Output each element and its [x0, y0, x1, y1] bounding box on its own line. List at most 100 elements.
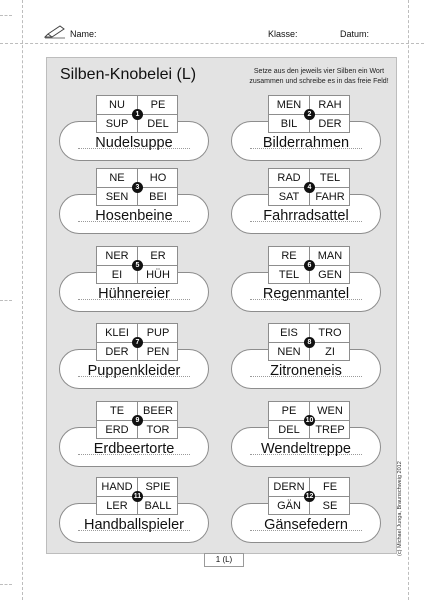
- syllable: SUP: [105, 118, 129, 130]
- puzzle-number-badge: 9: [132, 415, 143, 426]
- syllable: PE: [281, 405, 297, 417]
- pencil-icon: [44, 25, 65, 39]
- syllable: RE: [281, 250, 297, 262]
- name-label: Name:: [70, 29, 97, 39]
- syllable: DER: [318, 118, 342, 130]
- syllable: BALL: [144, 500, 172, 512]
- puzzle-number-badge: 3: [132, 182, 143, 193]
- syllable: MEN: [276, 99, 302, 111]
- answer-text: Hosenbeine: [95, 208, 173, 224]
- syllable: TEL: [278, 269, 300, 281]
- syllable: EIS: [280, 327, 298, 339]
- syllable: HÜH: [146, 269, 170, 281]
- puzzle-number-badge: 5: [132, 260, 143, 271]
- syllable: TEL: [319, 172, 341, 184]
- answer-text: Gänsefedern: [264, 517, 348, 533]
- datum-label: Datum:: [340, 29, 370, 39]
- syllable: BEER: [143, 405, 173, 417]
- syllable: HO: [149, 172, 167, 184]
- answer-text: Bilderrahmen: [262, 135, 350, 151]
- answer-text: Nudelsuppe: [95, 135, 173, 151]
- puzzle-number-badge: 1: [132, 109, 143, 120]
- klasse-label: Klasse:: [268, 29, 298, 39]
- worksheet-title: Silben-Knobelei (L): [60, 66, 197, 83]
- syllable: BEI: [149, 191, 167, 203]
- syllable: ERD: [105, 424, 129, 436]
- syllable: ZI: [325, 346, 335, 358]
- answer-text: Handballspieler: [84, 517, 184, 533]
- answer-field: Gänsefedern: [231, 503, 381, 543]
- puzzle-number-badge: 7: [132, 337, 143, 348]
- syllable: PE: [150, 99, 166, 111]
- copyright-note: (c) Michael Junga, Braunschweig 2012: [397, 461, 403, 556]
- punch-mark: [0, 584, 12, 585]
- syllable: TOR: [146, 424, 170, 436]
- syllable: DEL: [147, 118, 169, 130]
- syllable: NU: [109, 99, 125, 111]
- syllable: SPIE: [145, 481, 171, 493]
- worksheet-panel: Silben-Knobelei (L) Setze aus den jeweil…: [46, 57, 397, 554]
- syllable: DEL: [278, 424, 300, 436]
- syllable: MAN: [317, 250, 343, 262]
- answer-text: Puppenkleider: [87, 363, 181, 379]
- syllable: PEN: [146, 346, 170, 358]
- answer-text: Fahrradsattel: [263, 208, 349, 224]
- puzzle-number-badge: 10: [304, 415, 315, 426]
- syllable: BIL: [280, 118, 298, 130]
- syllable-grid: NU PE SUP DEL 1: [96, 95, 178, 133]
- syllable: FAHR: [315, 191, 345, 203]
- puzzle-number-badge: 6: [304, 260, 315, 271]
- syllable: RAH: [318, 99, 342, 111]
- syllable: EI: [111, 269, 123, 281]
- syllable: WEN: [317, 405, 343, 417]
- punch-mark: [0, 15, 12, 16]
- puzzle-number-badge: 12: [304, 491, 315, 502]
- puzzle-number-badge: 2: [304, 109, 315, 120]
- syllable: NEN: [277, 346, 301, 358]
- page-number: 1 (L): [204, 553, 244, 567]
- syllable: KLEI: [105, 327, 129, 339]
- syllable: PUP: [146, 327, 170, 339]
- syllable: GEN: [318, 269, 342, 281]
- left-margin-guide: [22, 0, 23, 600]
- answer-text: Erdbeertorte: [93, 441, 175, 457]
- answer-text: Wendeltreppe: [260, 441, 352, 457]
- right-margin-guide: [408, 0, 409, 600]
- syllable: SAT: [278, 191, 300, 203]
- syllable: FE: [322, 481, 338, 493]
- syllable: DER: [105, 346, 129, 358]
- syllable: DERN: [273, 481, 305, 493]
- punch-mark: [0, 300, 12, 301]
- syllable: SE: [322, 500, 338, 512]
- instruction-text: Setze aus den jeweils vier Silben ein Wo…: [249, 68, 389, 85]
- answer-text: Hühnereier: [98, 286, 170, 302]
- syllable: LER: [106, 500, 128, 512]
- syllable: SEN: [105, 191, 129, 203]
- worksheet-header: Name: Klasse: Datum:: [42, 25, 422, 43]
- puzzle-number-badge: 8: [304, 337, 315, 348]
- syllable: RAD: [277, 172, 301, 184]
- puzzle-number-badge: 11: [132, 491, 143, 502]
- answer-text: Regenmantel: [262, 286, 350, 302]
